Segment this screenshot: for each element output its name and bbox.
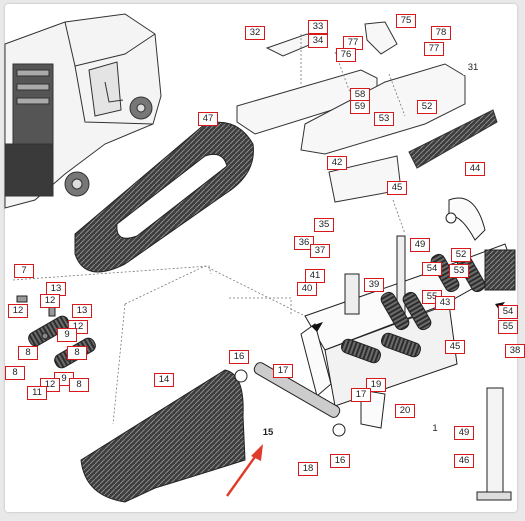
callout-77-upper[interactable]: 77 bbox=[343, 36, 363, 50]
callout-11[interactable]: 11 bbox=[27, 386, 47, 400]
callout-53-lower[interactable]: 53 bbox=[449, 264, 469, 278]
callout-19[interactable]: 19 bbox=[366, 378, 386, 392]
callout-53-upper[interactable]: 53 bbox=[374, 112, 394, 126]
callout-31[interactable]: 31 bbox=[463, 61, 483, 75]
callout-47[interactable]: 47 bbox=[198, 112, 218, 126]
upper-cover-panels bbox=[236, 21, 498, 203]
callout-45-lower[interactable]: 45 bbox=[445, 340, 465, 354]
callout-44[interactable]: 44 bbox=[465, 162, 485, 176]
callout-8-left-b[interactable]: 8 bbox=[5, 366, 25, 380]
callout-40[interactable]: 40 bbox=[297, 282, 317, 296]
callout-17-upper[interactable]: 17 bbox=[273, 364, 293, 378]
callout-45-upper[interactable]: 45 bbox=[387, 181, 407, 195]
callout-15[interactable]: 15 bbox=[258, 426, 278, 440]
callout-8-right-b[interactable]: 8 bbox=[69, 378, 89, 392]
callout-9-upper[interactable]: 9 bbox=[57, 328, 77, 342]
callout-38[interactable]: 38 bbox=[505, 344, 525, 358]
callout-20[interactable]: 20 bbox=[395, 404, 415, 418]
callout-46[interactable]: 46 bbox=[454, 454, 474, 468]
callout-7[interactable]: 7 bbox=[14, 264, 34, 278]
callout-8-right-a[interactable]: 8 bbox=[67, 346, 87, 360]
conveyor-belt-lower bbox=[80, 369, 246, 503]
callout-18[interactable]: 18 bbox=[298, 462, 318, 476]
callout-49-upper[interactable]: 49 bbox=[410, 238, 430, 252]
callout-1[interactable]: 1 bbox=[425, 422, 445, 436]
callout-77-right[interactable]: 77 bbox=[424, 42, 444, 56]
exploded-parts-diagram: 32 33 34 75 78 77 77 76 31 58 59 52 53 4… bbox=[4, 4, 525, 512]
callout-16-upper[interactable]: 16 bbox=[229, 350, 249, 364]
callout-39[interactable]: 39 bbox=[364, 278, 384, 292]
callout-35[interactable]: 35 bbox=[314, 218, 334, 232]
callout-36[interactable]: 36 bbox=[294, 236, 314, 250]
callout-13-right[interactable]: 13 bbox=[72, 304, 92, 318]
machine-cab-illustration bbox=[4, 13, 162, 209]
callout-78[interactable]: 78 bbox=[431, 26, 451, 40]
callout-42[interactable]: 42 bbox=[327, 156, 347, 170]
callout-17-lower[interactable]: 17 bbox=[351, 388, 371, 402]
callout-37[interactable]: 37 bbox=[310, 244, 330, 258]
callout-16-lower[interactable]: 16 bbox=[330, 454, 350, 468]
callout-49-lower[interactable]: 49 bbox=[454, 426, 474, 440]
callout-12-left[interactable]: 12 bbox=[8, 304, 28, 318]
callout-55-lower[interactable]: 55 bbox=[498, 320, 518, 334]
callout-52-upper[interactable]: 52 bbox=[417, 100, 437, 114]
callout-12-a[interactable]: 12 bbox=[40, 294, 60, 308]
callout-32[interactable]: 32 bbox=[245, 26, 265, 40]
conveyor-belt-upper bbox=[74, 121, 254, 273]
callout-59[interactable]: 59 bbox=[350, 100, 370, 114]
callout-54-upper[interactable]: 54 bbox=[422, 262, 442, 276]
callout-33[interactable]: 33 bbox=[308, 20, 328, 34]
callout-76[interactable]: 76 bbox=[336, 48, 356, 62]
callout-8-left-a[interactable]: 8 bbox=[18, 346, 38, 360]
callout-14[interactable]: 14 bbox=[154, 373, 174, 387]
callout-75[interactable]: 75 bbox=[396, 14, 416, 28]
callout-52-lower[interactable]: 52 bbox=[451, 248, 471, 262]
callout-43[interactable]: 43 bbox=[435, 296, 455, 310]
indicator-arrow bbox=[226, 444, 263, 497]
callout-34[interactable]: 34 bbox=[308, 34, 328, 48]
callout-54-lower[interactable]: 54 bbox=[498, 305, 518, 319]
callout-41[interactable]: 41 bbox=[305, 269, 325, 283]
